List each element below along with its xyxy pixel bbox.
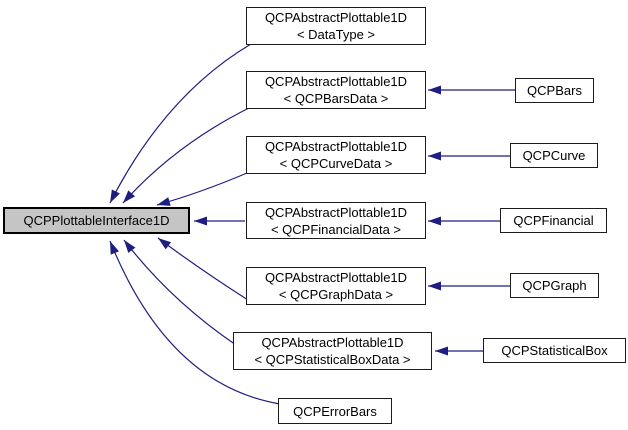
node-label-line1: QCPAbstractPlottable1D [264,204,408,220]
node-template-qcpgraphdata[interactable]: QCPAbstractPlottable1D < QCPGraphData > [246,267,426,305]
edge-graphdata-to-root [157,237,249,301]
edge-statisticalboxdata-to-root [123,239,237,346]
node-label-line2: < QCPFinancialData > [270,221,402,237]
node-label: QCPStatisticalBox [501,343,608,358]
node-template-qcpcurvedata[interactable]: QCPAbstractPlottable1D < QCPCurveData > [246,136,426,174]
node-label-line1: QCPAbstractPlottable1D [264,139,408,154]
node-qcpgraph[interactable]: QCPGraph [510,273,599,298]
node-label: QCPCurve [522,148,586,163]
node-label: QCPBars [527,83,582,98]
edge-curvedata-to-root [156,172,248,206]
node-label: QCPFinancial [513,213,594,228]
node-label-line1: QCPAbstractPlottable1D [261,335,404,350]
edge-datatype-to-root [109,43,252,204]
node-label-line1: QCPAbstractPlottable1D [264,74,408,89]
node-label-line2: < QCPBarsData > [283,91,389,106]
node-label-line2: < QCPStatisticalBoxData > [254,352,411,367]
node-qcpbars[interactable]: QCPBars [515,78,594,103]
node-label-line2: < DataType > [296,27,376,42]
node-label-line2: < QCPCurveData > [279,156,393,171]
node-template-datatype[interactable]: QCPAbstractPlottable1D < DataType > [246,7,426,45]
edge-barsdata-to-root [122,107,250,204]
node-label: QCPPlottableInterface1D [23,213,170,228]
node-label-line2: < QCPGraphData > [278,287,394,302]
edge-errorbars-to-root [109,240,281,405]
node-template-qcpstatisticalboxdata[interactable]: QCPAbstractPlottable1D < QCPStatisticalB… [233,332,432,370]
node-label: QCPGraph [522,278,587,293]
node-qcpfinancial[interactable]: QCPFinancial [500,208,607,233]
node-qcpstatisticalbox[interactable]: QCPStatisticalBox [483,338,626,363]
node-label: QCPErrorBars [293,403,377,419]
node-qcpplottableinterface1d: QCPPlottableInterface1D [3,207,190,234]
node-template-qcpbarsdata[interactable]: QCPAbstractPlottable1D < QCPBarsData > [246,71,426,109]
node-label-line1: QCPAbstractPlottable1D [264,270,408,285]
node-template-qcpfinancialdata[interactable]: QCPAbstractPlottable1D < QCPFinancialDat… [246,202,426,239]
node-qcperrorbars[interactable]: QCPErrorBars [278,398,392,424]
node-label-line1: QCPAbstractPlottable1D [264,10,408,25]
node-qcpcurve[interactable]: QCPCurve [510,143,598,168]
